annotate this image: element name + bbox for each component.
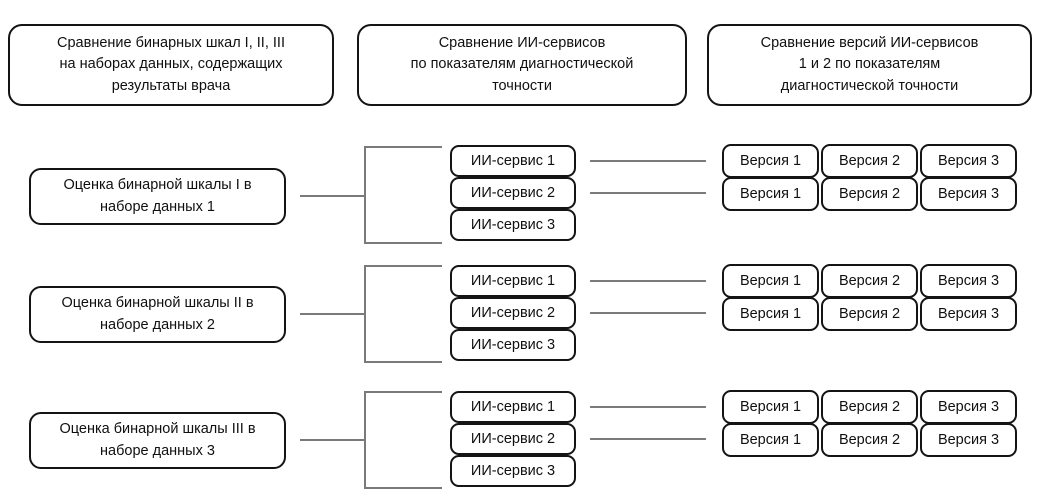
- connector-scale-to-bracket-2: [300, 313, 364, 315]
- service-box-3-2: ИИ-сервис 2: [450, 423, 576, 455]
- version-label: Версия 2: [838, 306, 901, 322]
- version-box-3-r1-c3: Версия 3: [920, 390, 1017, 424]
- version-label: Версия 1: [739, 186, 802, 202]
- service-box-1-2: ИИ-сервис 2: [450, 177, 576, 209]
- header-box-compare-ai-service-versions: Сравнение версий ИИ-сервисов 1 и 2 по по…: [707, 24, 1032, 106]
- version-box-2-r1-c2: Версия 2: [821, 264, 918, 298]
- version-box-3-r1-c1: Версия 1: [722, 390, 819, 424]
- connector-service-to-versions-2-1: [590, 280, 706, 282]
- version-box-1-r1-c1: Версия 1: [722, 144, 819, 178]
- header-line: точности: [492, 77, 552, 94]
- scale-box-3: Оценка бинарной шкалы III в наборе данны…: [29, 412, 286, 469]
- service-label: ИИ-сервис 1: [470, 399, 556, 415]
- header-line: Сравнение бинарных шкал I, II, III: [57, 35, 285, 52]
- version-box-3-r1-c2: Версия 2: [821, 390, 918, 424]
- service-label: ИИ-сервис 2: [470, 305, 556, 321]
- bracket-3: [364, 391, 442, 489]
- version-label: Версия 3: [937, 306, 1000, 322]
- header-line: Сравнение ИИ-сервисов: [438, 35, 606, 52]
- version-box-3-r2-c3: Версия 3: [920, 423, 1017, 457]
- version-label: Версия 3: [937, 186, 1000, 202]
- service-label: ИИ-сервис 3: [470, 337, 556, 353]
- service-box-1-3: ИИ-сервис 3: [450, 209, 576, 241]
- version-box-1-r1-c2: Версия 2: [821, 144, 918, 178]
- version-label: Версия 1: [739, 432, 802, 448]
- version-label: Версия 2: [838, 153, 901, 169]
- version-box-2-r1-c3: Версия 3: [920, 264, 1017, 298]
- connector-scale-to-bracket-3: [300, 439, 364, 441]
- scale-box-2: Оценка бинарной шкалы II в наборе данных…: [29, 286, 286, 343]
- version-label: Версия 1: [739, 399, 802, 415]
- version-box-1-r1-c3: Версия 3: [920, 144, 1017, 178]
- connector-service-to-versions-1-1: [590, 160, 706, 162]
- version-label: Версия 1: [739, 306, 802, 322]
- version-label: Версия 2: [838, 186, 901, 202]
- header-line: Сравнение версий ИИ-сервисов: [760, 35, 979, 52]
- header-line: по показателям диагностической: [410, 56, 634, 73]
- version-box-3-r2-c1: Версия 1: [722, 423, 819, 457]
- version-label: Версия 1: [739, 273, 802, 289]
- version-box-1-r2-c3: Версия 3: [920, 177, 1017, 211]
- version-box-2-r1-c1: Версия 1: [722, 264, 819, 298]
- service-label: ИИ-сервис 1: [470, 273, 556, 289]
- scale-box-line: в наборе данных 3: [100, 420, 256, 459]
- service-label: ИИ-сервис 2: [470, 185, 556, 201]
- version-box-1-r2-c2: Версия 2: [821, 177, 918, 211]
- service-box-2-1: ИИ-сервис 1: [450, 265, 576, 297]
- service-label: ИИ-сервис 2: [470, 431, 556, 447]
- connector-service-to-versions-3-1: [590, 406, 706, 408]
- service-label: ИИ-сервис 3: [470, 463, 556, 479]
- bracket-2: [364, 265, 442, 363]
- version-label: Версия 2: [838, 399, 901, 415]
- service-box-1-1: ИИ-сервис 1: [450, 145, 576, 177]
- version-label: Версия 3: [937, 432, 1000, 448]
- version-label: Версия 2: [838, 273, 901, 289]
- header-box-compare-binary-scales: Сравнение бинарных шкал I, II, III на на…: [8, 24, 334, 106]
- version-label: Версия 3: [937, 273, 1000, 289]
- version-label: Версия 3: [937, 399, 1000, 415]
- header-line: результаты врача: [111, 77, 231, 94]
- connector-service-to-versions-1-2: [590, 192, 706, 194]
- connector-scale-to-bracket-1: [300, 195, 364, 197]
- scale-box-line: Оценка бинарной шкалы III: [59, 420, 244, 437]
- header-box-compare-ai-services: Сравнение ИИ-сервисов по показателям диа…: [357, 24, 687, 106]
- connector-service-to-versions-3-2: [590, 438, 706, 440]
- header-line: на наборах данных, содержащих: [59, 56, 283, 73]
- bracket-1: [364, 146, 442, 244]
- header-line: 1 и 2 по показателям: [798, 56, 941, 73]
- version-label: Версия 3: [937, 153, 1000, 169]
- scale-box-line: Оценка бинарной шкалы II: [61, 294, 242, 311]
- service-box-2-3: ИИ-сервис 3: [450, 329, 576, 361]
- service-box-3-3: ИИ-сервис 3: [450, 455, 576, 487]
- scale-box-1: Оценка бинарной шкалы I в наборе данных …: [29, 168, 286, 225]
- service-label: ИИ-сервис 1: [470, 153, 556, 169]
- version-label: Версия 1: [739, 153, 802, 169]
- service-box-3-1: ИИ-сервис 1: [450, 391, 576, 423]
- header-line: диагностической точности: [780, 77, 959, 94]
- scale-box-line: в наборе данных 1: [100, 176, 252, 215]
- service-box-2-2: ИИ-сервис 2: [450, 297, 576, 329]
- version-box-2-r2-c2: Версия 2: [821, 297, 918, 331]
- version-box-1-r2-c1: Версия 1: [722, 177, 819, 211]
- version-label: Версия 2: [838, 432, 901, 448]
- service-label: ИИ-сервис 3: [470, 217, 556, 233]
- connector-service-to-versions-2-2: [590, 312, 706, 314]
- version-box-3-r2-c2: Версия 2: [821, 423, 918, 457]
- version-box-2-r2-c3: Версия 3: [920, 297, 1017, 331]
- version-box-2-r2-c1: Версия 1: [722, 297, 819, 331]
- scale-box-line: в наборе данных 2: [100, 294, 254, 333]
- scale-box-line: Оценка бинарной шкалы I: [63, 176, 240, 193]
